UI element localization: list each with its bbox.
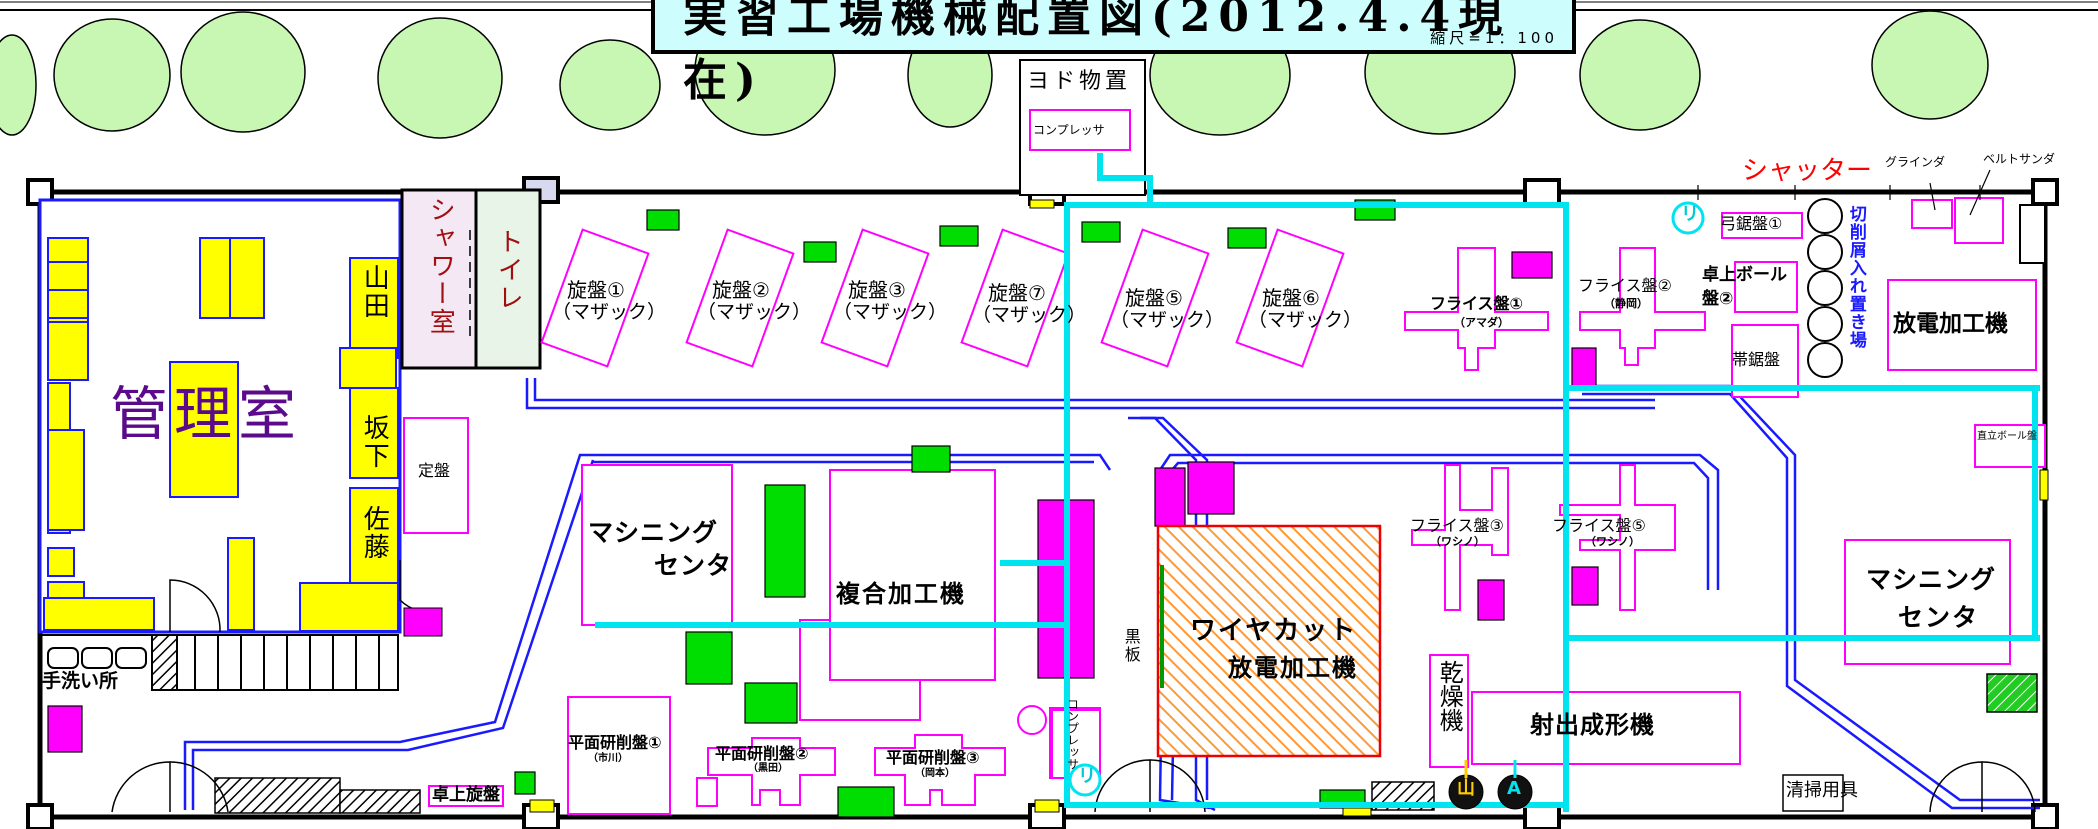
lathe-7-label: 旋盤⑦: [988, 281, 1046, 305]
lathe-1-maker: （マザック）: [552, 301, 667, 323]
mc-left-line1: マシニング: [588, 518, 719, 547]
handwash-sinks: [40, 634, 152, 669]
office-label: 管理室: [110, 380, 303, 448]
lathe-3-maker: （マザック）: [833, 301, 948, 323]
green-equipment: [514, 445, 1366, 818]
chip-area-label: 切削屑入れ置き場: [1845, 205, 1866, 349]
mill-5-label: フライス盤⑤: [1552, 516, 1646, 535]
walkway-lines: [183, 378, 2040, 812]
mill-1-maker: （アマダ）: [1454, 316, 1509, 329]
belt-sander-label: ベルトサンダ: [1983, 152, 2056, 166]
shutter-marker: [1697, 169, 1991, 216]
stairs: [151, 634, 399, 691]
scale-label: 縮尺=1：100: [1430, 29, 1558, 47]
sg-2-label: 平面研削盤②: [715, 744, 809, 763]
ri-marker-top: リ: [1681, 204, 1699, 225]
mill-2-label: フライス盤②: [1578, 276, 1672, 295]
staff-yamada: 山田: [359, 264, 390, 320]
edm-label: 放電加工機: [1893, 311, 2008, 337]
handwash-label: 手洗い所: [42, 670, 119, 692]
mc-right-line2: センタ: [1898, 603, 1980, 632]
a-marker: A: [1507, 778, 1521, 799]
mill-2-maker: （静岡）: [1604, 297, 1648, 310]
multi-label: 複合加工機: [836, 580, 966, 608]
mill-3-maker: （ワシノ）: [1430, 535, 1485, 548]
chip-bins: [1807, 198, 1843, 378]
compressor-bottom-label: コンプレッサ: [1065, 698, 1080, 770]
mill-5-maker: （ワシノ）: [1585, 535, 1640, 548]
sg-2-by: （黒田）: [748, 763, 788, 774]
surface-plate-label: 定盤: [418, 461, 451, 480]
page-title: 実習工場機械配置図(2012.4.4現在): [683, 0, 1511, 106]
title-box: 実習工場機械配置図(2012.4.4現在) 縮尺=1：100: [651, 0, 1576, 106]
wire-edm: [1156, 524, 1382, 758]
yama-marker: 山: [1457, 778, 1475, 799]
cleaning-label: 清掃用具: [1786, 780, 1858, 801]
drill-2-label: 卓上ボール盤②: [1702, 265, 1787, 309]
mc-right-line1: マシニング: [1866, 565, 1997, 594]
injection-label: 射出成形機: [1530, 711, 1655, 739]
grinder-label: グラインダ: [1885, 155, 1946, 169]
lathe-6-maker: （マザック）: [1248, 309, 1363, 331]
lathe-6-label: 旋盤⑥: [1262, 286, 1320, 310]
center-machines: [567, 464, 1741, 815]
lathe-2-maker: （マザック）: [697, 301, 812, 323]
yodo-label: ヨド物置: [1027, 69, 1132, 94]
lathe-1-label: 旋盤①: [567, 278, 625, 302]
sg-3-by: （岡本）: [915, 768, 955, 779]
ri-marker-bottom: リ: [1078, 766, 1096, 787]
sg-1-by: （市川）: [588, 753, 628, 764]
surface-plate: [403, 417, 469, 534]
milling-machines: [1404, 247, 1706, 611]
mill-3-label: フライス盤③: [1410, 516, 1504, 535]
upright-drill-label: 直立ボール盤: [1977, 431, 2037, 442]
sg-1-label: 平面研削盤①: [568, 733, 662, 752]
shutter-label: シャッター: [1742, 156, 1873, 186]
wire-label-2: 放電加工機: [1228, 654, 1358, 682]
blackboard-label: 黒板: [1121, 628, 1141, 664]
lathe-3-label: 旋盤③: [848, 278, 906, 302]
mc-left-line2: センタ: [654, 551, 733, 580]
lathes: [540, 228, 1345, 368]
toilet-label: トイレ: [493, 228, 524, 312]
lathe-7-maker: （マザック）: [972, 304, 1087, 326]
band-saw-label: 帯鋸盤: [1732, 350, 1781, 369]
mill-1-label: フライス盤①: [1430, 294, 1524, 313]
toilet-room: [474, 188, 542, 370]
staff-sakashita: 坂下: [359, 414, 390, 470]
desk-lathe-label: 卓上旋盤: [428, 785, 504, 807]
lathe-2-label: 旋盤②: [712, 278, 770, 302]
compressor-top-label: コンプレッサ: [1033, 123, 1105, 137]
bow-saw-label: 弓鋸盤①: [1720, 214, 1783, 233]
sg-3-label: 平面研削盤③: [886, 748, 980, 767]
office-furniture: [43, 237, 399, 632]
dryer-label: 乾燥機: [1435, 660, 1464, 732]
shower-label: シャワー室: [425, 196, 456, 336]
lathe-5-maker: （マザック）: [1110, 309, 1225, 331]
cyan-pipes: [595, 153, 2040, 812]
wire-label-1: ワイヤカット: [1190, 616, 1358, 646]
staff-sato: 佐藤: [359, 505, 390, 561]
compressor-top: [1029, 109, 1131, 151]
lathe-5-label: 旋盤⑤: [1125, 286, 1183, 310]
